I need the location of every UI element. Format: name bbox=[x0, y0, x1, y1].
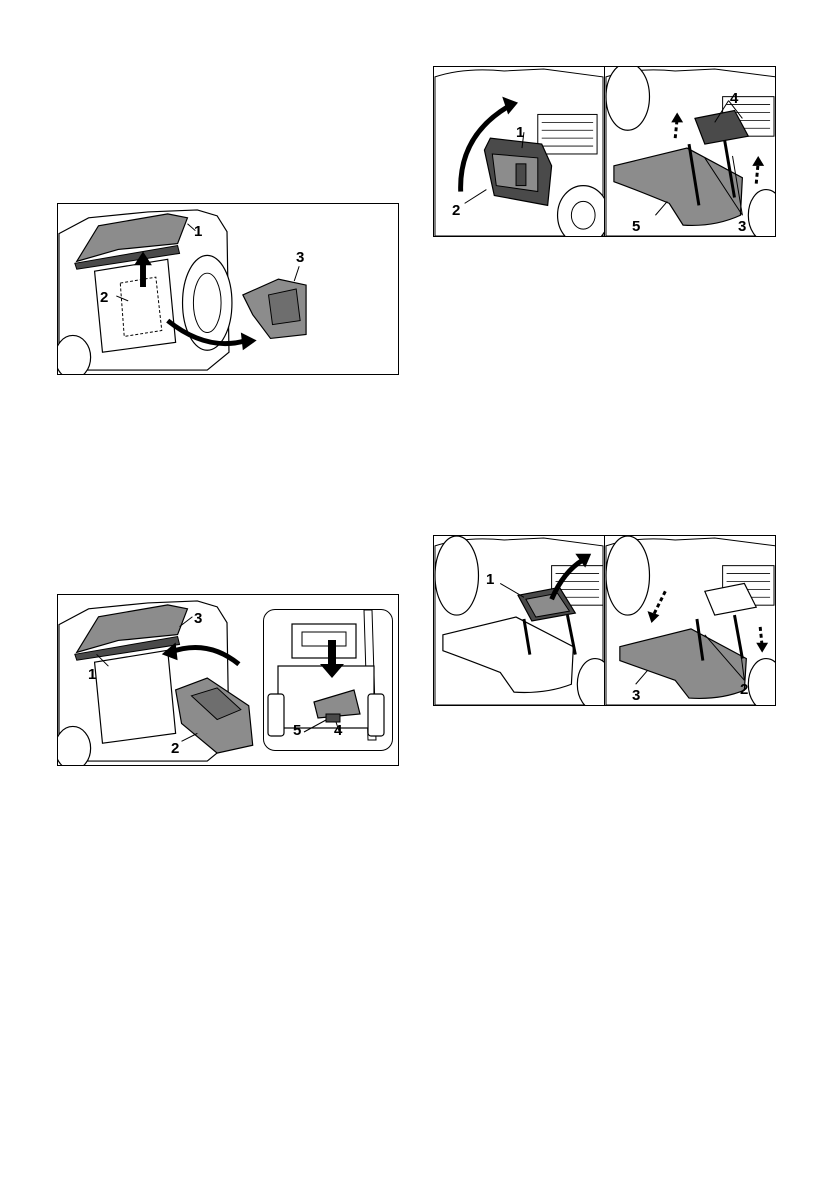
callout-4: 4 bbox=[334, 723, 342, 738]
callout-1: 1 bbox=[486, 572, 494, 587]
figure-remove-mulch-plug: 1 2 3 bbox=[57, 203, 399, 375]
callout-5: 5 bbox=[293, 723, 301, 738]
figure-mount-deflector: 1 2 4 5 3 bbox=[433, 66, 776, 237]
callout-2: 2 bbox=[452, 203, 460, 218]
illustration-rear-view-latch bbox=[264, 610, 392, 750]
illustration-mount-deflector bbox=[605, 67, 776, 236]
callout-1: 1 bbox=[194, 224, 202, 239]
callout-3: 3 bbox=[738, 219, 746, 234]
illustration-deflector-removed bbox=[605, 536, 776, 705]
callout-3: 3 bbox=[632, 688, 640, 703]
callout-2: 2 bbox=[171, 741, 179, 756]
illustration-mower-rear-plug bbox=[58, 204, 398, 374]
callout-3: 3 bbox=[194, 611, 202, 626]
callout-3: 3 bbox=[296, 250, 304, 265]
illustration-lift-deflector bbox=[434, 536, 604, 705]
figure-attach-grass-bag: 1 3 2 4 5 bbox=[57, 594, 399, 766]
callout-5: 5 bbox=[632, 219, 640, 234]
callout-4: 4 bbox=[730, 91, 738, 106]
callout-2: 2 bbox=[100, 290, 108, 305]
callout-2: 2 bbox=[740, 682, 748, 697]
figure-remove-deflector: 1 3 2 bbox=[433, 535, 776, 706]
callout-1: 1 bbox=[516, 125, 524, 140]
inset-rear-view bbox=[263, 609, 393, 751]
callout-1: 1 bbox=[88, 667, 96, 682]
